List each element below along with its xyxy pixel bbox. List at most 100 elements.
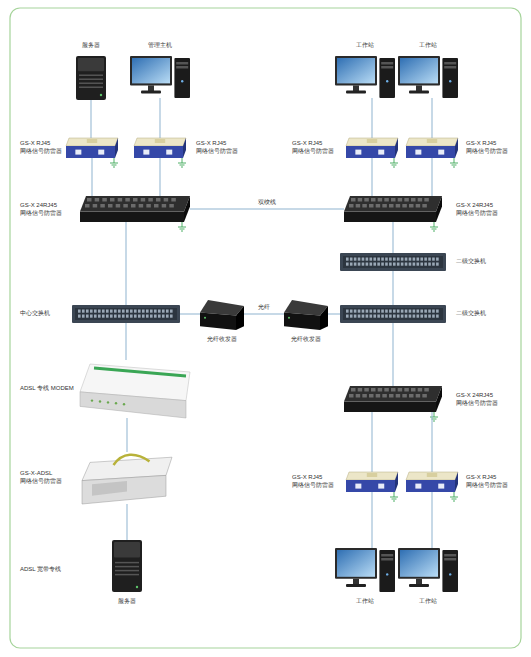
network-cable <box>432 492 433 548</box>
device-illustration <box>112 540 142 592</box>
device-label: 二级交换机 <box>456 310 486 318</box>
device-node: 二级交换机 <box>340 305 446 323</box>
server-picture <box>112 540 142 592</box>
network-cable <box>372 492 373 548</box>
device-label: 工作站 <box>419 42 437 50</box>
network-cable <box>127 418 128 452</box>
network-cable <box>432 158 433 196</box>
network-cable <box>328 314 340 315</box>
rj-picture <box>66 138 118 158</box>
device-label: 光纤收发器 <box>291 336 321 344</box>
p24-picture <box>344 196 442 222</box>
sw-picture <box>340 305 446 323</box>
device-label: ADSL 专线 MODEM <box>20 385 74 393</box>
network-cable <box>432 98 433 138</box>
device-label: 管理主机 <box>148 42 172 50</box>
frame-border <box>10 8 521 648</box>
device-node: 服务器 <box>76 56 106 100</box>
pc-picture <box>398 548 458 592</box>
device-illustration <box>398 548 458 592</box>
network-cable <box>372 98 373 138</box>
device-label: 工作站 <box>419 598 437 606</box>
network-cable <box>127 504 128 540</box>
device-label: GS-X RJ45 网络信号防雷器 <box>466 140 510 155</box>
network-cable <box>190 209 344 210</box>
device-node: 二级交换机 <box>340 253 446 271</box>
device-illustration <box>284 298 328 330</box>
sw-picture <box>72 305 180 323</box>
device-illustration <box>82 452 172 504</box>
network-cable <box>393 271 394 305</box>
device-node: GS-X-ADSL 网络信号防雷器 <box>82 452 172 504</box>
device-label: 服务器 <box>118 598 136 606</box>
device-node: 中心交换机 <box>72 305 180 323</box>
rj-picture <box>406 138 458 158</box>
server-picture <box>76 56 106 100</box>
device-node: GS-X 24RJ45 网络信号防雷器 <box>344 196 442 222</box>
network-cable <box>372 158 373 196</box>
device-illustration <box>76 56 106 100</box>
device-label: 服务器 <box>82 42 100 50</box>
cable-label: 双绞线 <box>257 199 277 207</box>
network-cable <box>91 100 92 138</box>
device-node: GS-X 24RJ45 网络信号防雷器 <box>80 196 190 222</box>
p24-picture <box>344 386 442 412</box>
device-node: 工作站 <box>335 56 395 98</box>
network-cable <box>92 158 93 196</box>
device-label: GS-X RJ45 网络信号防雷器 <box>196 140 240 155</box>
network-cable <box>126 323 127 360</box>
device-illustration <box>346 138 398 158</box>
device-label: GS-X-ADSL 网络信号防雷器 <box>20 470 76 485</box>
line-note: ADSL 宽带专线 <box>20 566 61 574</box>
device-illustration <box>80 360 190 418</box>
pc-picture <box>335 548 395 592</box>
device-illustration <box>66 138 118 158</box>
device-illustration <box>200 298 244 330</box>
device-node: GS-X RJ45 网络信号防雷器 <box>66 138 118 158</box>
device-illustration <box>344 196 442 222</box>
rj-picture <box>134 138 186 158</box>
network-cable <box>432 412 433 472</box>
device-node: 工作站 <box>335 548 395 592</box>
device-node: 服务器 <box>112 540 142 592</box>
network-cable <box>126 222 127 305</box>
p24-picture <box>80 196 190 222</box>
modem-picture <box>80 364 190 418</box>
device-illustration <box>346 472 398 492</box>
rj-picture <box>346 472 398 492</box>
device-node: GS-X RJ45 网络信号防雷器 <box>134 138 186 158</box>
network-cable <box>393 323 394 386</box>
device-label: GS-X RJ45 网络信号防雷器 <box>292 474 336 489</box>
device-label: GS-X RJ45 网络信号防雷器 <box>292 140 336 155</box>
device-node: 管理主机 <box>130 56 190 98</box>
pc-picture <box>335 56 395 98</box>
device-label: 工作站 <box>356 42 374 50</box>
device-node: GS-X 24RJ45 网络信号防雷器 <box>344 386 442 412</box>
cable-label: 光纤 <box>257 304 271 312</box>
device-illustration <box>134 138 186 158</box>
device-node: 光纤收发器 <box>284 298 328 330</box>
device-label: GS-X 24RJ45 网络信号防雷器 <box>456 392 508 407</box>
device-illustration <box>398 56 458 98</box>
device-node: 工作站 <box>398 548 458 592</box>
sw-picture <box>340 253 446 271</box>
device-label: GS-X RJ45 网络信号防雷器 <box>466 474 510 489</box>
device-illustration <box>406 472 458 492</box>
fb-picture <box>284 300 328 330</box>
rj-picture <box>346 138 398 158</box>
adsl-picture <box>82 455 172 504</box>
device-node: ADSL 专线 MODEM <box>80 360 190 418</box>
device-node: GS-X RJ45 网络信号防雷器 <box>346 472 398 492</box>
device-illustration <box>335 548 395 592</box>
device-label: 中心交换机 <box>20 310 50 318</box>
device-illustration <box>80 196 190 222</box>
network-cable <box>244 314 284 315</box>
pc-picture <box>398 56 458 98</box>
device-node: 工作站 <box>398 56 458 98</box>
network-cable <box>393 222 394 253</box>
device-label: GS-X RJ45 网络信号防雷器 <box>20 140 64 155</box>
device-illustration <box>340 305 446 323</box>
device-label: 工作站 <box>356 598 374 606</box>
pc-picture <box>130 56 190 98</box>
device-label: GS-X 24RJ45 网络信号防雷器 <box>20 202 72 217</box>
